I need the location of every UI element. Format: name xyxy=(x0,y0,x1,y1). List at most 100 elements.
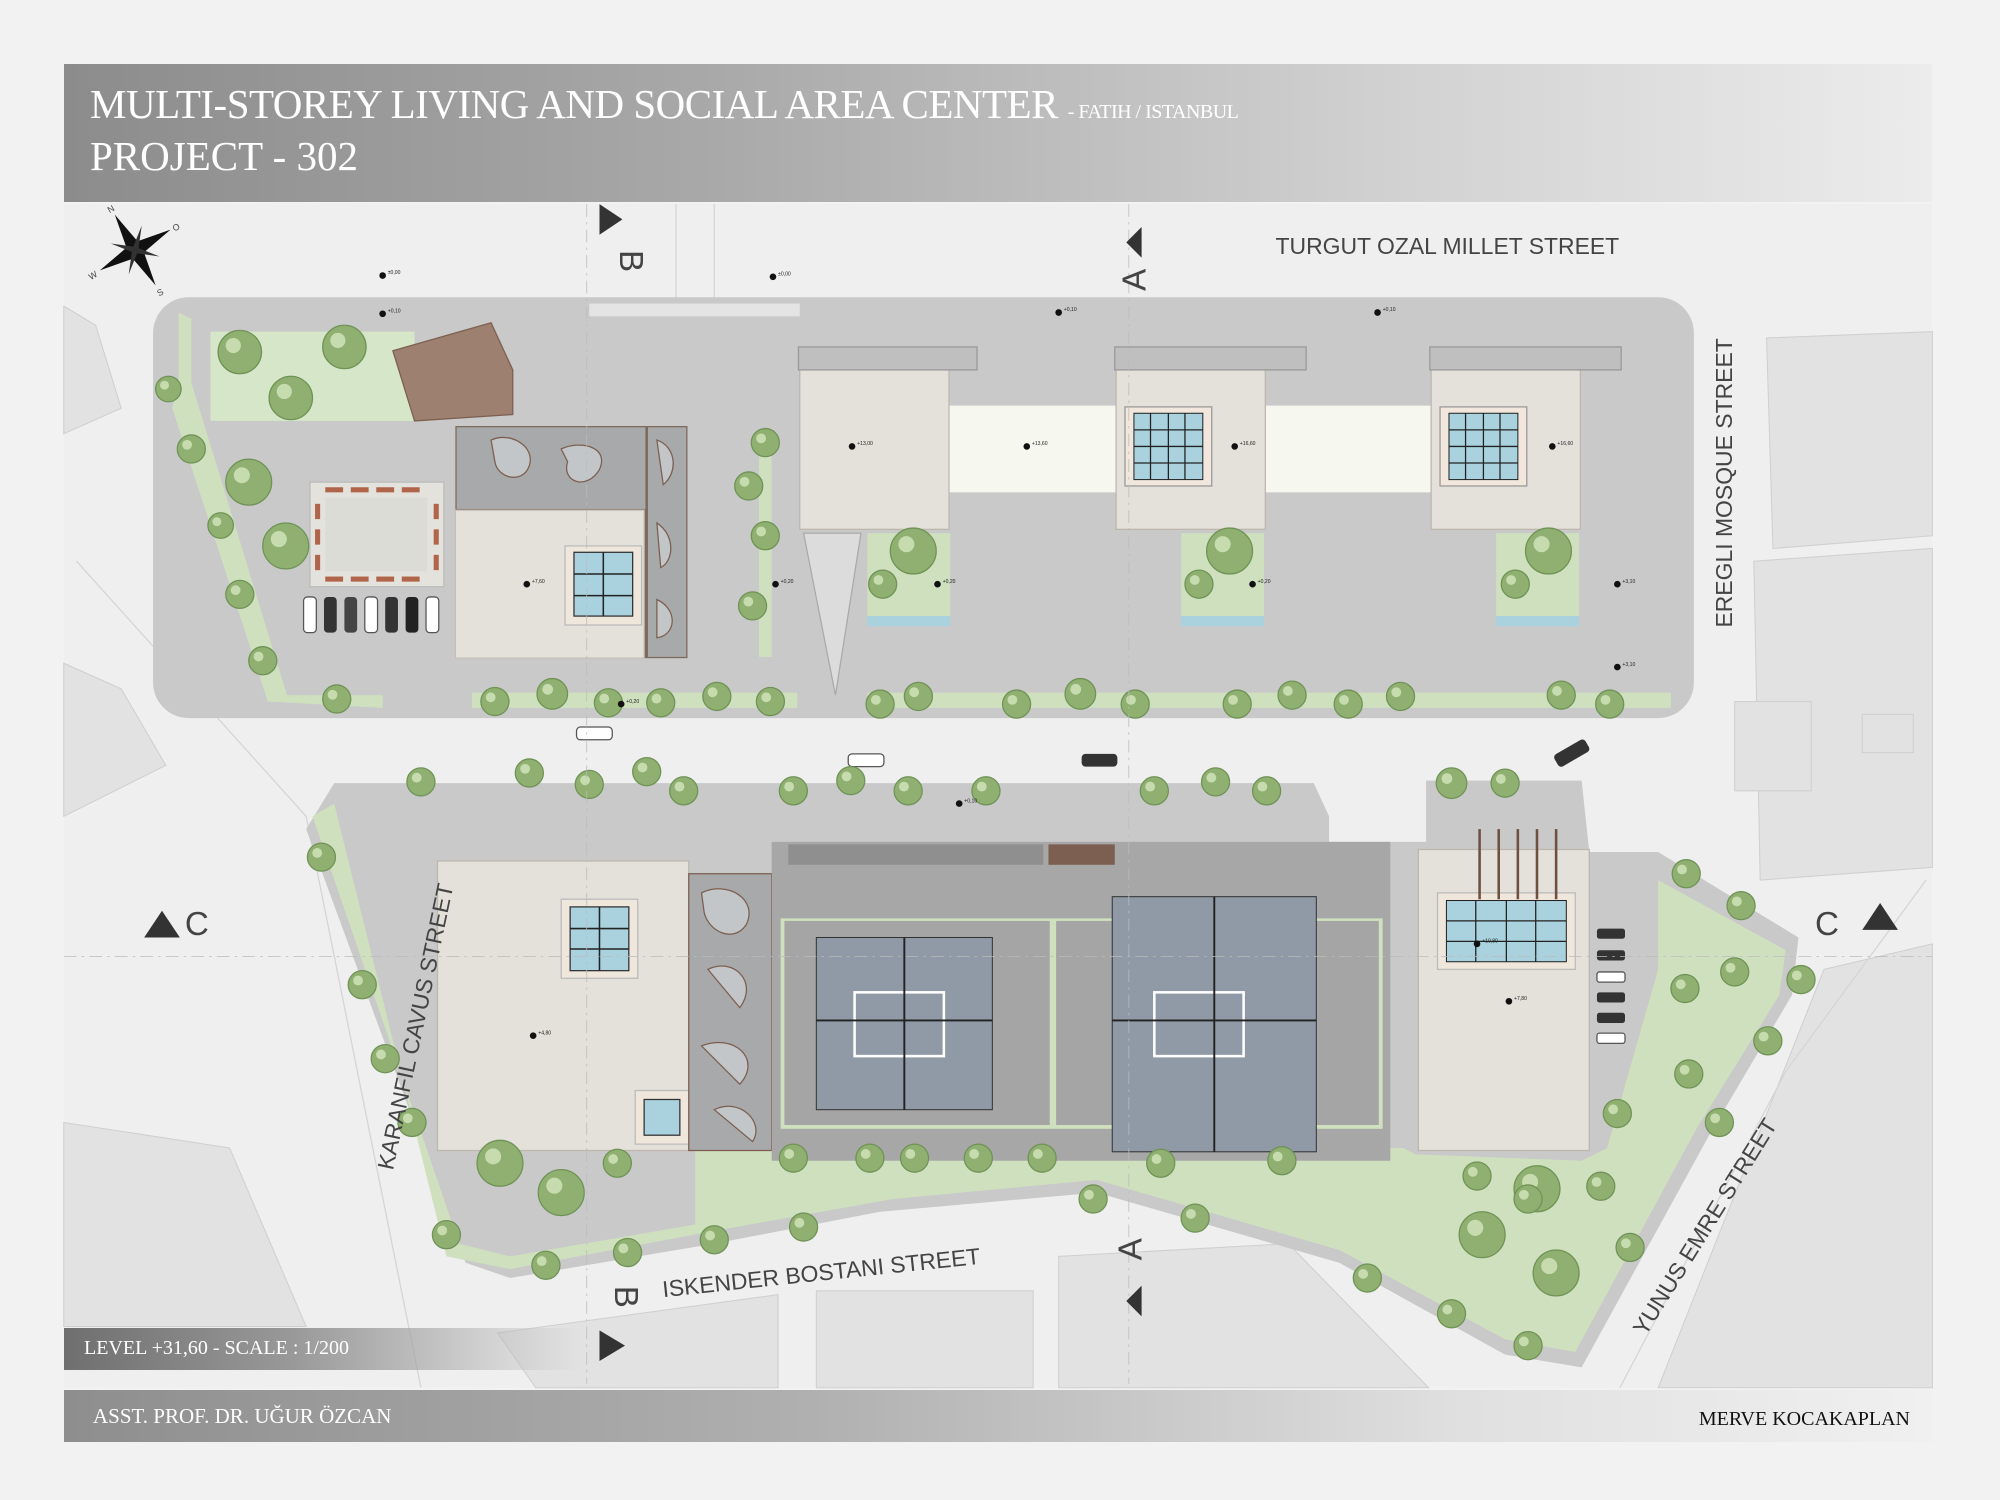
tree-highlight xyxy=(898,536,915,553)
section-label-a-bottom: A xyxy=(1113,1237,1150,1260)
tree-highlight xyxy=(233,467,250,484)
tree-highlight xyxy=(411,772,422,783)
tree-icon xyxy=(899,1143,930,1173)
tree-icon xyxy=(702,681,732,712)
tree-icon xyxy=(217,329,263,375)
tree-highlight xyxy=(794,1217,805,1228)
elevation-symbol-icon xyxy=(1614,663,1621,671)
elevation-symbol-icon xyxy=(379,272,386,279)
tree-highlight xyxy=(905,1149,916,1159)
tree-icon xyxy=(836,765,866,796)
tree-highlight xyxy=(546,1177,563,1194)
tree-icon xyxy=(514,758,545,788)
elevation-marker: +10,80 xyxy=(1473,939,1498,948)
compass-o: O xyxy=(171,221,182,233)
elevation-marker: ±0,00 xyxy=(769,272,791,281)
elevation-symbol-icon xyxy=(1473,940,1481,948)
section-label-b-top: B xyxy=(612,250,649,272)
tree-highlight xyxy=(580,775,590,786)
elevation-marker: +3,10 xyxy=(1614,662,1636,671)
tree-highlight xyxy=(707,687,718,698)
tree-highlight xyxy=(485,692,496,703)
elevation-value: +0,10 xyxy=(1383,307,1396,313)
tree-highlight xyxy=(1506,575,1517,585)
elevation-value: +13,00 xyxy=(857,441,873,447)
tree-highlight xyxy=(1257,781,1268,792)
tree-icon xyxy=(225,579,255,610)
elevation-value: +3,10 xyxy=(1622,662,1635,668)
tree-highlight xyxy=(1518,1189,1529,1200)
tree-icon xyxy=(1120,689,1150,719)
tree-highlight xyxy=(1467,1166,1478,1177)
tree-highlight xyxy=(1725,962,1736,973)
tree-highlight xyxy=(860,1149,871,1159)
elevation-marker: +13,60 xyxy=(1023,441,1048,450)
elevation-value: +0,20 xyxy=(781,579,794,585)
tree-icon xyxy=(1139,776,1170,806)
tree-icon xyxy=(889,527,937,575)
tree-highlight xyxy=(376,1049,386,1060)
tree-icon xyxy=(322,324,367,370)
tree-icon xyxy=(1595,689,1625,719)
tree-highlight xyxy=(402,1113,413,1124)
tree-icon xyxy=(1184,569,1214,599)
elevation-marker: +4,80 xyxy=(529,1030,551,1040)
tree-icon xyxy=(1277,680,1307,710)
tree-icon xyxy=(248,646,278,676)
tree-highlight xyxy=(909,687,920,698)
tree-highlight xyxy=(618,1243,629,1254)
project-location: - FATIH / ISTANBUL xyxy=(1067,101,1239,123)
tree-icon xyxy=(1458,1211,1506,1259)
tree-highlight xyxy=(1083,1189,1094,1200)
elevation-value: +7,80 xyxy=(1514,996,1527,1002)
tree-icon xyxy=(1222,689,1252,719)
elevation-marker: +0,20 xyxy=(772,579,794,588)
tree-icon xyxy=(602,1148,633,1178)
tree-icon xyxy=(154,375,182,403)
tree-highlight xyxy=(873,575,884,585)
tree-icon xyxy=(1064,677,1097,710)
social-building-south xyxy=(436,860,773,1152)
tree-highlight xyxy=(1442,1304,1453,1315)
project-number: PROJECT - 302 xyxy=(90,133,359,179)
section-label-a-top: A xyxy=(1116,268,1153,291)
tree-highlight xyxy=(520,763,531,774)
tree-highlight xyxy=(608,1154,619,1164)
tree-highlight xyxy=(1675,979,1686,990)
tree-icon xyxy=(1200,767,1231,797)
tree-icon xyxy=(788,1212,819,1242)
elevation-symbol-icon xyxy=(1374,309,1381,316)
elevation-value: +0,20 xyxy=(1258,579,1271,585)
tree-icon xyxy=(1674,1059,1704,1089)
tree-icon xyxy=(176,434,206,464)
elevation-value: +13,60 xyxy=(1032,441,1048,447)
elevation-symbol-icon xyxy=(379,310,386,318)
tree-icon xyxy=(322,684,352,714)
street-label-east: EREGLI MOSQUE STREET xyxy=(1711,338,1737,627)
tree-highlight xyxy=(1391,687,1402,698)
tree-highlight xyxy=(705,1230,715,1241)
tree-highlight xyxy=(1214,536,1231,553)
elevation-symbol-icon xyxy=(769,273,777,281)
tree-icon xyxy=(1180,1203,1210,1233)
tree-highlight xyxy=(542,683,554,695)
elevation-value: +3,10 xyxy=(1622,579,1635,585)
tree-icon xyxy=(1704,1107,1735,1138)
tree-icon xyxy=(1333,689,1363,719)
tree-highlight xyxy=(761,692,772,703)
tree-highlight xyxy=(1467,1219,1484,1236)
tree-highlight xyxy=(1228,694,1238,705)
tree-highlight xyxy=(437,1225,448,1236)
elevation-marker: +0,10 xyxy=(1374,307,1396,316)
tree-highlight xyxy=(182,439,193,450)
elevation-value: +16,60 xyxy=(1557,441,1573,447)
tree-icon xyxy=(1753,1026,1783,1056)
tree-highlight xyxy=(1126,694,1136,705)
tree-highlight xyxy=(784,1149,795,1159)
elevation-symbol-icon xyxy=(934,580,941,588)
social-building-east xyxy=(1417,829,1626,1152)
tree-highlight xyxy=(1791,970,1802,981)
tree-icon xyxy=(1671,859,1701,889)
tree-highlight xyxy=(1272,1151,1283,1162)
elevation-marker: +7,80 xyxy=(1505,996,1527,1005)
